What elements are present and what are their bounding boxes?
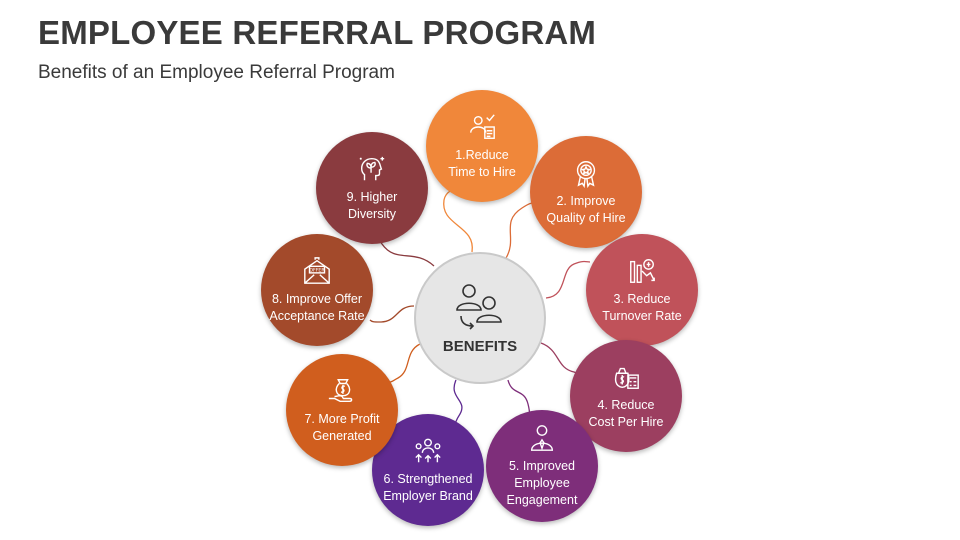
money-calculator-icon (614, 367, 639, 389)
connector-6 (453, 379, 463, 427)
benefit-label-4: 4. Reduce Cost Per Hire (588, 397, 664, 429)
benefit-node-4: 4. Reduce Cost Per Hire (570, 340, 682, 452)
connector-8 (369, 305, 415, 323)
benefit-label-7: 7. More Profit Generated (304, 411, 380, 443)
hand-money-icon (328, 378, 353, 402)
benefit-node-5: 5. Improved Employee Engagement (486, 410, 598, 522)
svg-text:OFFER: OFFER (309, 267, 325, 273)
benefits-center: BENEFITS (414, 252, 546, 384)
benefit-label-6: 6. Strengthened Employer Brand (383, 471, 473, 503)
employee-tie-icon (530, 425, 554, 451)
connector-3 (545, 260, 591, 299)
benefit-node-7: 7. More Profit Generated (286, 354, 398, 466)
benefit-label-5: 5. Improved Employee Engagement (506, 459, 578, 507)
people-exchange-icon (456, 283, 502, 330)
page-subtitle: Benefits of an Employee Referral Program (38, 62, 395, 83)
benefit-label-8: 8. Improve Offer Acceptance Rate (269, 291, 365, 323)
benefit-node-8: OFFER 8. Improve Offer Acceptance Rate (261, 234, 373, 346)
team-growth-icon (415, 438, 441, 462)
award-medal-icon (576, 160, 596, 188)
offer-letter-icon: OFFER (304, 256, 330, 284)
center-label: BENEFITS (442, 337, 518, 355)
benefit-label-1: 1.Reduce Time to Hire (448, 147, 516, 179)
turnover-chart-icon (630, 258, 655, 283)
benefit-label-9: 9. Higher Diversity (346, 189, 398, 221)
benefit-node-1: 1.Reduce Time to Hire (426, 90, 538, 202)
people-checklist-icon (470, 113, 495, 139)
page-title: EMPLOYEE REFERRAL PROGRAM (38, 14, 597, 51)
benefit-node-9: 9. Higher Diversity (316, 132, 428, 244)
head-plant-icon (359, 156, 385, 180)
connector-7 (389, 343, 421, 383)
benefit-label-3: 3. Reduce Turnover Rate (602, 291, 682, 323)
benefit-node-3: 3. Reduce Turnover Rate (586, 234, 698, 346)
benefit-node-2: 2. Improve Quality of Hire (530, 136, 642, 248)
benefit-label-2: 2. Improve Quality of Hire (546, 193, 626, 225)
